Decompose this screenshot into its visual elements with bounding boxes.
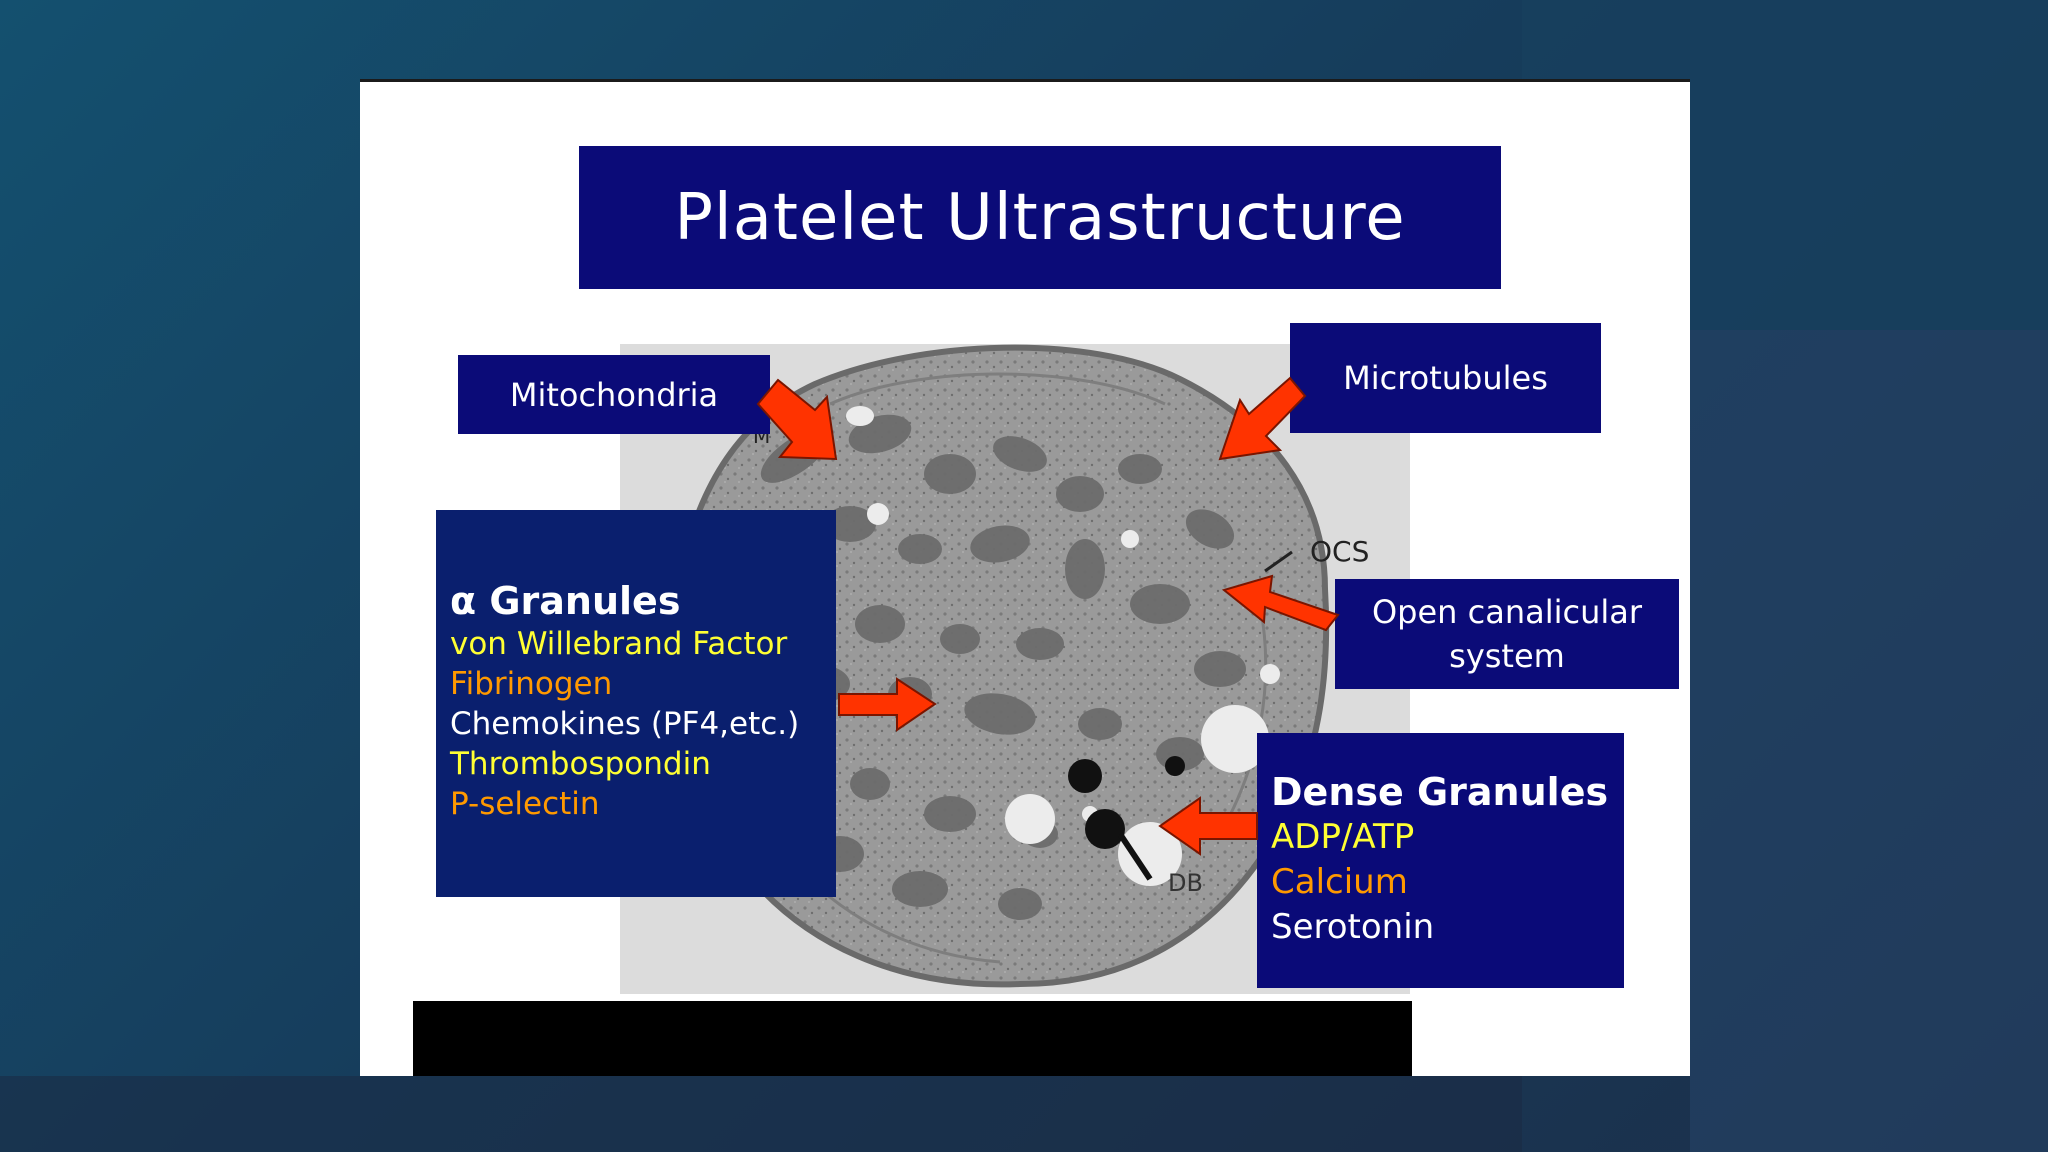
dense-granules-arrow [1158, 796, 1258, 856]
alpha-granules-heading: α Granules [450, 579, 681, 623]
background-panel [1690, 330, 2048, 1152]
list-item: von Willebrand Factor [450, 626, 788, 662]
list-item: Chemokines (PF4,etc.) [450, 706, 800, 742]
list-item: P-selectin [450, 786, 600, 822]
microtubules-label: Microtubules [1290, 323, 1601, 433]
list-item: Serotonin [1271, 907, 1435, 947]
title-banner: Platelet Ultrastructure [579, 146, 1501, 289]
dense-granules-heading: Dense Granules [1271, 770, 1609, 814]
microtubules-arrow [1218, 376, 1307, 461]
open-canalicular-system-arrow [1221, 574, 1340, 632]
alpha-granules-arrow [838, 677, 937, 732]
alpha-granules-list: von Willebrand Factor Fibrinogen Chemoki… [450, 624, 836, 824]
dense-granules-box: Dense Granules ADP/ATP Calcium Serotonin [1257, 733, 1624, 988]
micrograph-label-ocs: OCS [1310, 535, 1370, 568]
list-item: ADP/ATP [1271, 817, 1415, 857]
pointer-arrows [756, 376, 1340, 856]
list-item: Calcium [1271, 862, 1408, 902]
mitochondria-label: Mitochondria [458, 355, 770, 434]
list-item: Thrombospondin [450, 746, 711, 782]
open-canalicular-system-text: Open canalicular system [1371, 593, 1643, 675]
slide: Platelet Ultrastructure [360, 79, 1690, 1076]
alpha-granules-box: α Granules von Willebrand Factor Fibrino… [436, 510, 836, 897]
mitochondria-label-text: Mitochondria [509, 375, 719, 414]
black-bar [413, 1001, 1412, 1076]
microtubules-label-text: Microtubules [1343, 359, 1548, 397]
dense-granules-list: ADP/ATP Calcium Serotonin [1271, 815, 1624, 950]
open-canalicular-system-label: Open canalicular system [1335, 579, 1679, 689]
micrograph-label-db: DB [1168, 869, 1203, 897]
list-item: Fibrinogen [450, 666, 613, 702]
background-panel [0, 1076, 1522, 1152]
mitochondria-arrow [756, 378, 838, 461]
slide-title: Platelet Ultrastructure [674, 180, 1406, 255]
